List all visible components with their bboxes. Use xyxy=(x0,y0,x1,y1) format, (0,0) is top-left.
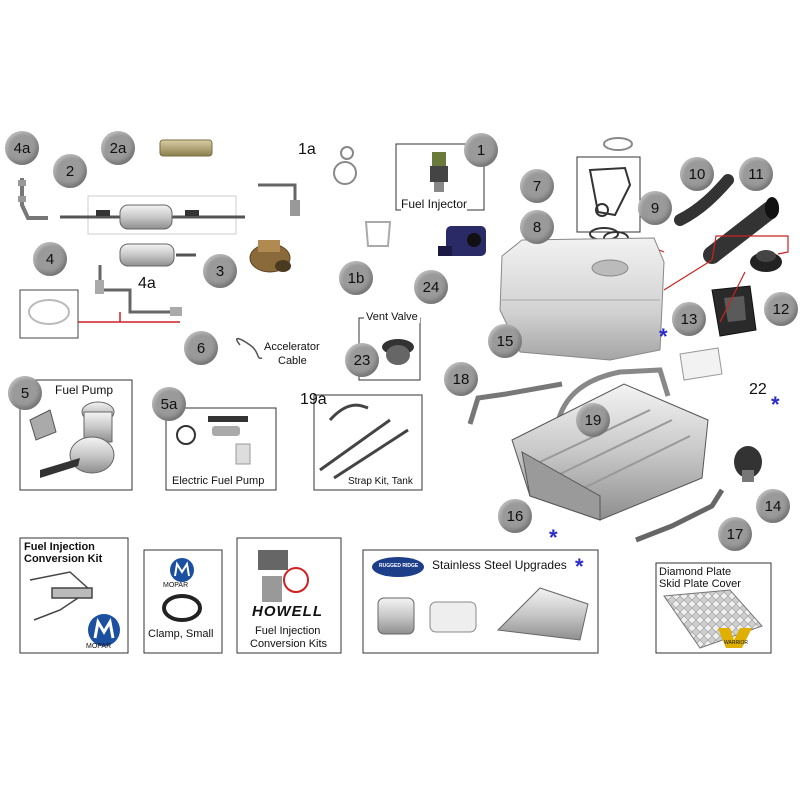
sender-gasket-icon xyxy=(603,137,633,151)
accelerator-cable-icon xyxy=(236,337,263,360)
callout-7[interactable]: 7 xyxy=(520,169,554,203)
label-fuel-injector: Fuel Injector xyxy=(401,197,468,211)
mopar-text-2: MOPAR xyxy=(163,582,189,589)
asterisk-22: * xyxy=(771,392,780,417)
rugged-ridge-logo: RUGGED RIDGE xyxy=(379,563,419,569)
label-vent-valve: Vent Valve xyxy=(364,311,420,323)
label-electric-fuel-pump: Electric Fuel Pump xyxy=(172,475,265,487)
fuel-line-fitting-icon xyxy=(18,178,48,220)
sleeve-icon xyxy=(159,139,213,157)
oring-small-icon xyxy=(340,146,354,160)
callout-12[interactable]: 12 xyxy=(764,292,798,326)
conversion-kit-parts-icon xyxy=(29,571,93,621)
access-cover-icon xyxy=(679,347,723,381)
callout-2[interactable]: 2 xyxy=(53,154,87,188)
howell-kit-parts-icon xyxy=(258,550,309,602)
callout-1[interactable]: 1 xyxy=(464,133,498,167)
tank-strap-icon xyxy=(319,403,409,480)
callout-1a[interactable]: 1a xyxy=(298,141,316,158)
tank-vent-valve-icon xyxy=(734,446,762,482)
skid-strap-icon xyxy=(635,488,725,543)
stainless-housing-icon xyxy=(377,597,415,635)
label-fi-kits-1: Fuel Injection xyxy=(255,625,321,637)
callout-23[interactable]: 23 xyxy=(345,343,379,377)
callout-15[interactable]: 15 xyxy=(488,324,522,358)
tank-strap-front-icon xyxy=(467,381,563,425)
pressure-regulator-icon xyxy=(249,240,291,273)
oring-large-icon xyxy=(333,161,357,185)
callout-17[interactable]: 17 xyxy=(718,517,752,551)
injector-clip-icon xyxy=(364,221,392,247)
howell-kit-box xyxy=(236,537,342,654)
callout-6[interactable]: 6 xyxy=(184,331,218,365)
label-strap-kit: Strap Kit, Tank xyxy=(348,476,413,487)
label-fi-kit-2: Conversion Kit xyxy=(24,553,103,565)
callout-2a[interactable]: 2a xyxy=(101,131,135,165)
callout-22[interactable]: 22 xyxy=(749,381,767,398)
callout-5[interactable]: 5 xyxy=(8,376,42,410)
howell-logo: HOWELL xyxy=(252,603,323,620)
callout-11[interactable]: 11 xyxy=(739,157,773,191)
warrior-logo-icon xyxy=(718,628,752,648)
mopar-logo-small-icon xyxy=(170,558,194,582)
label-fi-kits-2: Conversion Kits xyxy=(250,638,328,650)
stainless-skid-icon xyxy=(496,587,589,641)
fuel-injector-icon xyxy=(430,152,448,192)
rugged-ridge-logo-icon xyxy=(372,557,424,577)
callout-19a[interactable]: 19a xyxy=(300,391,327,408)
asterisk-13: * xyxy=(659,324,668,349)
filler-hose-icon xyxy=(674,174,734,226)
inline-filter-icon xyxy=(119,243,175,267)
throttle-sensor-icon xyxy=(438,226,486,256)
label-accelerator-1: Accelerator xyxy=(264,341,320,353)
label-diamond-plate-2: Skid Plate Cover xyxy=(659,578,741,590)
callout-1b[interactable]: 1b xyxy=(339,261,373,295)
filler-neck-icon xyxy=(703,201,779,264)
fuel-cap-icon xyxy=(750,250,782,272)
warrior-text: WARRIOR xyxy=(724,640,748,646)
skid-plate-icon xyxy=(511,383,709,521)
callout-10[interactable]: 10 xyxy=(680,157,714,191)
label-clamp-small: Clamp, Small xyxy=(148,628,214,640)
mopar-text-1: MOPAR xyxy=(86,643,112,650)
mechanical-fuel-pump-icon xyxy=(29,401,115,478)
asterisk-stainless: * xyxy=(575,554,584,579)
label-fi-kit-1: Fuel Injection xyxy=(24,541,95,553)
label-diamond-plate-1: Diamond Plate xyxy=(659,566,732,578)
callout-13[interactable]: 13 xyxy=(672,302,706,336)
strap-kit-box xyxy=(313,394,423,491)
clamp-icon xyxy=(162,594,202,622)
fuel-tank-icon xyxy=(499,237,665,361)
fuel-filter-icon xyxy=(60,204,245,230)
sending-unit-icon xyxy=(588,166,632,217)
callout-8[interactable]: 8 xyxy=(520,210,554,244)
callout-14[interactable]: 14 xyxy=(756,489,790,523)
callout-4a-mid[interactable]: 4a xyxy=(138,275,156,292)
asterisk-16: * xyxy=(549,525,558,550)
callout-3[interactable]: 3 xyxy=(203,254,237,288)
fuel-line-bent-icon xyxy=(258,183,300,216)
callout-16[interactable]: 16 xyxy=(498,499,532,533)
callout-19[interactable]: 19 xyxy=(576,403,610,437)
label-stainless-upgrades: Stainless Steel Upgrades xyxy=(432,558,567,572)
callout-18[interactable]: 18 xyxy=(444,362,478,396)
stainless-cover-icon xyxy=(429,601,477,633)
callout-24[interactable]: 24 xyxy=(414,270,448,304)
callout-4[interactable]: 4 xyxy=(33,242,67,276)
callout-4a-top[interactable]: 4a xyxy=(5,131,39,165)
label-fuel-pump: Fuel Pump xyxy=(55,383,114,397)
callout-5a[interactable]: 5a xyxy=(152,387,186,421)
label-accelerator-2: Cable xyxy=(278,355,307,367)
callout-9[interactable]: 9 xyxy=(638,191,672,225)
electric-fuel-pump-icon xyxy=(176,416,251,465)
